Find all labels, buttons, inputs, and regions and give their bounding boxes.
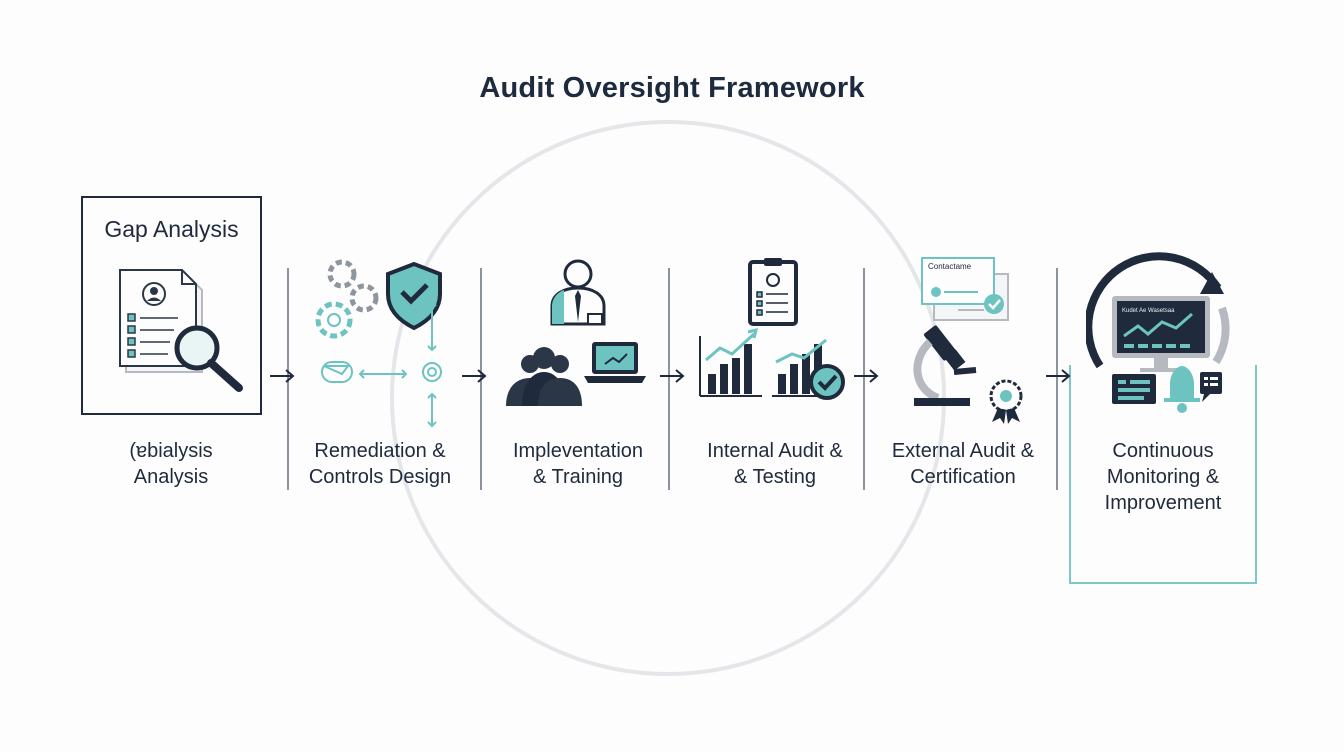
flow-arrow-3 <box>660 369 685 383</box>
monitor-cycle-alert-icon: Kudet Ae Wasetsaa <box>1086 252 1230 413</box>
stage-label-line: & Training <box>532 466 624 488</box>
stage-label-line: Certification <box>910 466 1016 488</box>
monitor-heading-text: Kudet Ae Wasetsaa <box>1122 308 1175 314</box>
gears-shield-icon <box>315 259 442 428</box>
page-title: Audit Oversight Framework <box>479 72 865 104</box>
stage-label-line: Analysis <box>133 466 209 488</box>
document-magnifier-icon <box>119 269 243 392</box>
stage-label-continuous-monitoring: Continuous Monitoring & Improvement <box>1078 438 1248 516</box>
stage-label-internal-audit: Internal Audit & & Testing <box>682 438 868 490</box>
continuous-monitoring-box <box>1069 365 1257 584</box>
stage-divider <box>668 268 670 490</box>
stage-label-remediation: Remediation & Controls Design <box>294 438 466 490</box>
stage-label-external-audit: External Audit & Certification <box>870 438 1056 490</box>
stage-label-line: Internal Audit & <box>707 440 843 462</box>
flow-arrow-5 <box>1046 369 1071 383</box>
stage-label-line: Improvement <box>1104 492 1222 514</box>
stage-label-line: Monitoring & <box>1106 466 1220 488</box>
flow-arrow-2 <box>462 369 487 383</box>
stage-label-line: Controls Design <box>308 466 452 488</box>
stage-label-line: & Testing <box>734 466 816 488</box>
stage-label-line: External Audit & <box>891 440 1035 462</box>
microscope-certificate-icon: Contactame <box>913 257 1023 424</box>
stage-label-line: Remediation & <box>314 440 446 462</box>
flow-arrow-1 <box>270 369 295 383</box>
stage-label-implementation: Impleventation & Training <box>492 438 664 490</box>
stage-label-line: (ɐbialysis <box>129 440 213 462</box>
clipboard-charts-icon <box>699 258 845 400</box>
certificate-heading-text: Contactame <box>928 262 972 271</box>
gap-analysis-box-title: Gap Analysis <box>104 216 239 242</box>
trainer-team-laptop-icon <box>506 259 646 406</box>
stage-label-line: Impleventation <box>512 440 644 462</box>
stage-divider <box>1056 268 1058 490</box>
flow-arrow-4 <box>854 369 879 383</box>
stage-label-line: Continuous <box>1112 440 1214 462</box>
stage-label-gap-analysis: (ɐbialysis Analysis <box>96 438 246 490</box>
stage-divider <box>863 268 865 490</box>
